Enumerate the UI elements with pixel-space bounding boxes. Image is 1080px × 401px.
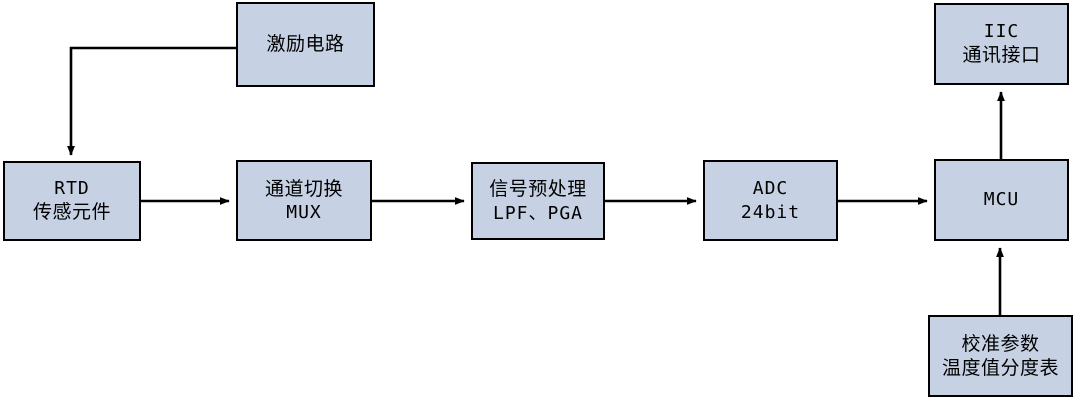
node-mcu[interactable]: MCU [934, 159, 1069, 241]
node-signal-preprocessing[interactable]: 信号预处理 LPF、PGA [471, 162, 605, 240]
node-signal-preprocessing-line-2: LPF、PGA [492, 202, 584, 224]
node-rtd-sensor-line-1: RTD [54, 178, 90, 200]
node-iic-interface[interactable]: IIC 通讯接口 [934, 3, 1069, 85]
node-rtd-sensor[interactable]: RTD 传感元件 [3, 161, 141, 241]
node-iic-interface-line-1: IIC [983, 21, 1020, 43]
node-channel-mux-line-1: 通道切换 [264, 177, 343, 200]
node-excitation-circuit[interactable]: 激励电路 [236, 2, 375, 87]
node-adc[interactable]: ADC 24bit [703, 160, 838, 241]
node-channel-mux[interactable]: 通道切换 MUX [236, 160, 372, 241]
node-mcu-line-1: MCU [983, 189, 1020, 211]
node-calibration-table-line-2: 温度值分度表 [941, 357, 1059, 379]
connector-excitation-to-rtd [67, 46, 236, 156]
node-excitation-circuit-line-1: 激励电路 [266, 33, 345, 56]
node-calibration-table[interactable]: 校准参数 温度值分度表 [928, 315, 1073, 397]
node-signal-preprocessing-line-1: 信号预处理 [489, 178, 587, 201]
node-adc-line-2: 24bit [740, 201, 801, 223]
node-iic-interface-line-2: 通讯接口 [962, 44, 1041, 67]
node-channel-mux-line-2: MUX [286, 202, 322, 224]
node-calibration-table-line-1: 校准参数 [961, 332, 1040, 355]
node-adc-line-1: ADC [752, 178, 789, 200]
node-rtd-sensor-line-2: 传感元件 [32, 201, 111, 224]
